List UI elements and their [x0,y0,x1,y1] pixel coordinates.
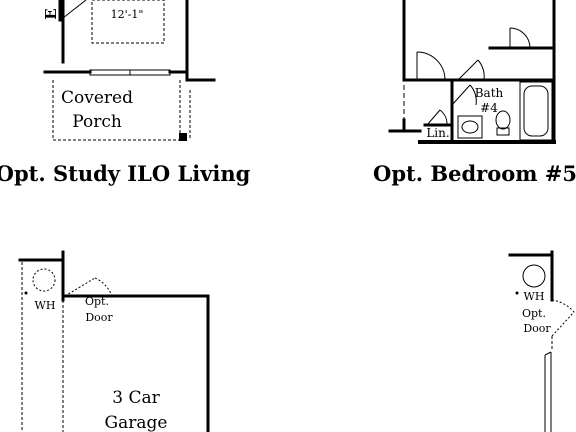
bedroom-door-swing [416,51,446,81]
bathtub-basin [523,85,549,137]
study-furniture-outline [91,0,165,44]
opt-door-right-label-line1: Opt. [522,307,546,320]
opt-door-right-leaf [551,311,575,337]
study-dimension: 12'-1" [111,8,144,21]
covered-porch-label-line1: Covered [61,88,133,108]
wh-left-label: WH [35,299,56,312]
sink-counter [457,115,483,139]
garage-label-line1: 3 Car [112,388,160,408]
closet-door-swing [509,27,531,49]
toilet-bowl-icon [495,110,511,130]
garage-right-plan: WH Opt. Door [508,250,575,432]
bath-label-line1: Bath [475,86,504,100]
opt-door-right-swing [551,299,575,313]
bath-door-leaf [451,84,471,106]
linen-door-leaf [426,109,441,126]
linen-label: Lin. [426,126,449,140]
garage-plan: WH Opt. Door 3 Car Garage [18,250,210,432]
study-dimension-partial: ' '" [120,0,135,7]
bath-label-line2: #4 [480,101,498,115]
opt-door-left-label-line2: Door [85,311,113,324]
wh-right-label: WH [524,290,545,303]
toilet-tank-icon [496,127,510,136]
study-plan: E ' '" 12'-1" Covered Porch [42,0,216,141]
right-wall-cap [544,351,552,356]
linen-door-swing [439,109,448,126]
bedroom-caption: Opt. Bedroom #5 [373,161,576,186]
wh-right-dot [515,291,519,295]
bedroom-plan: Bath #4 Lin. [388,0,556,144]
garage-label-line2: Garage [105,413,168,432]
opt-door-left-label-line1: Opt. [85,295,109,308]
water-heater-right-icon [522,264,546,288]
sink-basin-icon [461,120,479,134]
bath-door-swing-upper [477,59,485,81]
bath-door-leaf-upper [457,59,479,81]
opt-door-right-label-line2: Door [523,322,551,335]
opt-door-left-swing [94,277,113,297]
study-door-leaf [62,0,87,19]
water-heater-left-icon [32,268,56,292]
covered-porch-label-line2: Porch [72,112,122,132]
study-room-tag: E [42,8,60,19]
study-caption: Opt. Study ILO Living [0,161,251,186]
opt-door-left-leaf [64,277,96,297]
wh-left-dot [24,291,28,295]
bath-door-swing [469,84,477,106]
porch-column [179,133,187,141]
